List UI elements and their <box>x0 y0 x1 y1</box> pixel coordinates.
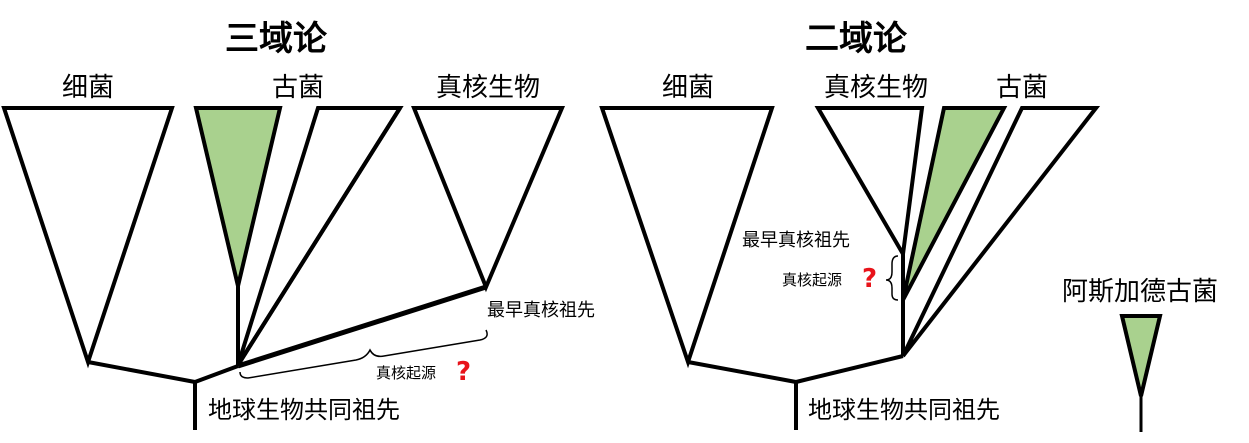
two-domain-earliest-ancestor-label: 最早真核祖先 <box>742 230 850 251</box>
two-domain-luca-label: 地球生物共同祖先 <box>808 396 1000 424</box>
three-domain-bacteria-label: 细菌 <box>62 73 114 103</box>
two-domain-title: 二域论 <box>805 19 908 59</box>
legend: 阿斯加德古菌 <box>1062 277 1218 432</box>
two-domain-eukaryota-label: 真核生物 <box>824 73 928 103</box>
three-domain-eukaryota-label: 真核生物 <box>436 73 540 103</box>
two-domain-question-mark: ? <box>862 264 877 294</box>
three-domain-bacteria-triangle <box>1 106 175 369</box>
two-domain-eukaryota-triangle <box>814 106 925 261</box>
two-domain-origin-label: 真核起源 <box>782 271 842 289</box>
legend-label: 阿斯加德古菌 <box>1062 277 1218 307</box>
three-domain-asgard-triangle <box>193 106 283 287</box>
two-domain-origin-brace <box>885 255 899 301</box>
two-domain-asgard-triangle <box>901 106 1008 301</box>
three-domain-origin-label: 真核起源 <box>376 364 436 382</box>
three-domain-earliest-ancestor-label: 最早真核祖先 <box>487 300 595 321</box>
three-domain-luca-label: 地球生物共同祖先 <box>208 396 400 424</box>
three-domain-eukaryota-triangle <box>411 106 566 293</box>
two-domain-root-left <box>687 360 797 384</box>
two-domain-bacteria-label: 细菌 <box>662 73 714 103</box>
three-domain-eukaryote-stem <box>237 284 487 369</box>
two-domain-root-right <box>795 354 904 384</box>
two-domain-archaea-label: 古菌 <box>996 73 1048 103</box>
two-domain-archaea-triangle <box>901 106 1101 358</box>
three-domain-archaea-edge <box>236 106 402 367</box>
two-domain-bacteria-triangle <box>599 106 775 369</box>
three-domain-panel: 三域论 细菌 古菌 真核生物 最早真核祖先 真核起源 ? 地球生物共同祖先 <box>1 19 595 430</box>
legend-asgard-swatch <box>1119 314 1163 397</box>
three-domain-root-left <box>87 360 196 384</box>
two-domain-panel: 二域论 细菌 真核生物 古菌 最早真核祖先 真核起源 ? 地球生物共同祖先 <box>599 19 1101 430</box>
three-domain-archaea-label: 古菌 <box>272 73 324 103</box>
three-domain-title: 三域论 <box>225 19 328 59</box>
three-domain-question-mark: ? <box>456 357 471 387</box>
three-domain-root-right <box>194 364 239 384</box>
three-domain-origin-brace <box>239 329 488 379</box>
